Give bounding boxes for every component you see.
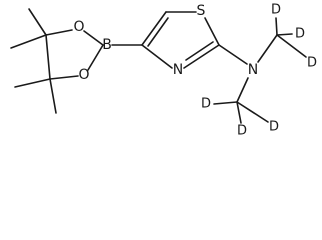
bond-cd3-lower-d-right: [236, 101, 269, 123]
atom-label-layer: B O O S N N D D D D D D: [73, 3, 317, 139]
bond-cd3-lower-d-bottom: [236, 101, 242, 124]
bond-n-amine-cd3-upper: [257, 34, 278, 63]
bond-c2-n-ring-double: [185, 41, 214, 61]
bond-methyl-4: [49, 78, 57, 114]
bond-cd3-upper-d-top: [275, 17, 278, 36]
bond-o-lower-c: [49, 75, 79, 80]
atom-oxygen-lower: O: [78, 67, 89, 83]
bond-c2-n-ring: [183, 44, 220, 69]
atom-deuterium-lower-bottom: D: [237, 124, 247, 139]
bond-b-o-lower: [87, 44, 104, 71]
atom-nitrogen-amine: N: [248, 62, 258, 78]
bond-methyl-2: [10, 34, 47, 49]
bond-cd3-upper-d-far: [276, 34, 307, 58]
atom-deuterium-lower-right: D: [269, 120, 279, 135]
atom-boron: B: [102, 37, 112, 53]
atom-deuterium-upper-right: D: [295, 27, 305, 42]
atom-sulfur: S: [197, 3, 206, 19]
bond-methyl-3: [14, 78, 51, 88]
molecule-structure: B O O S N N D D D D D D: [10, 3, 317, 139]
atom-deuterium-upper-far: D: [307, 56, 317, 71]
bond-s-c2: [204, 17, 220, 46]
bond-b-o-upper: [83, 30, 104, 46]
bond-c2-n-amine: [218, 44, 248, 65]
bond-n-ring-c4: [141, 44, 173, 69]
bond-c4-c5: [141, 11, 167, 46]
atom-deuterium-lower-left: D: [201, 97, 211, 112]
bond-methyl-1: [28, 8, 47, 36]
atom-deuterium-upper-top: D: [271, 3, 281, 18]
bond-c4-c5-double: [147, 17, 169, 47]
bond-cd3-upper-d-right: [276, 33, 293, 36]
atom-nitrogen-ring: N: [173, 62, 183, 78]
bond-c-c-ring: [45, 34, 51, 80]
bond-cd3-lower-d-left: [213, 101, 238, 105]
bond-n-amine-cd3-lower: [236, 77, 249, 103]
bond-o-upper-c: [45, 29, 73, 36]
atom-oxygen-upper: O: [73, 19, 84, 35]
bond-layer: [10, 8, 307, 124]
